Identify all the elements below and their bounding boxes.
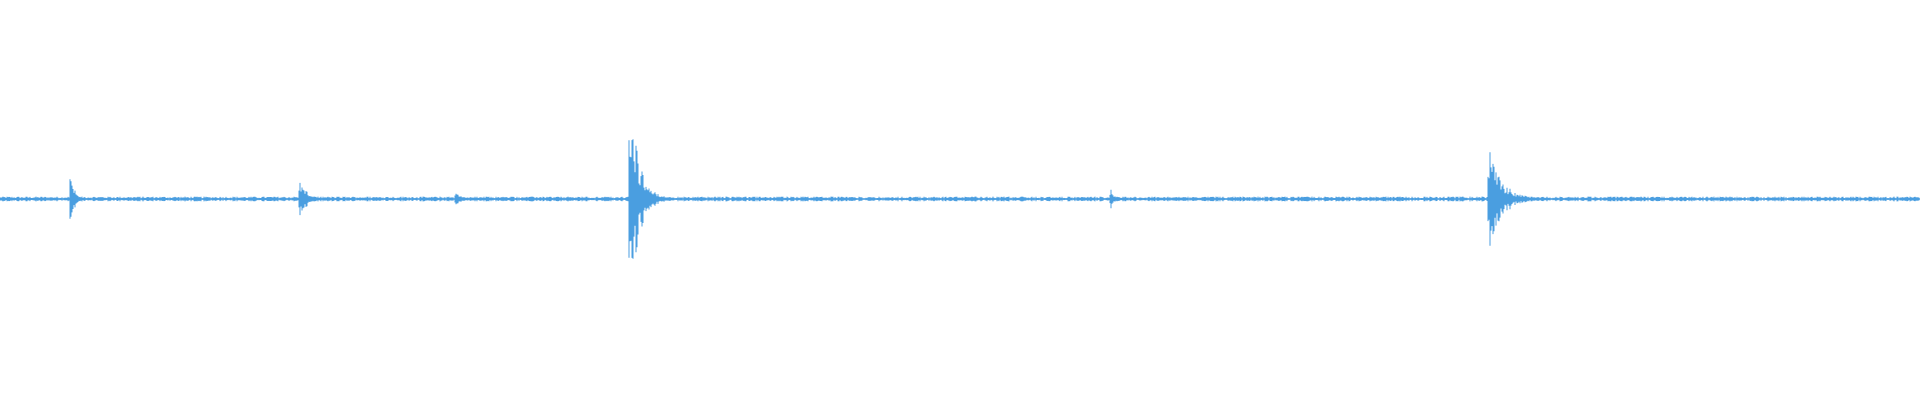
waveform-trace — [0, 139, 1920, 259]
